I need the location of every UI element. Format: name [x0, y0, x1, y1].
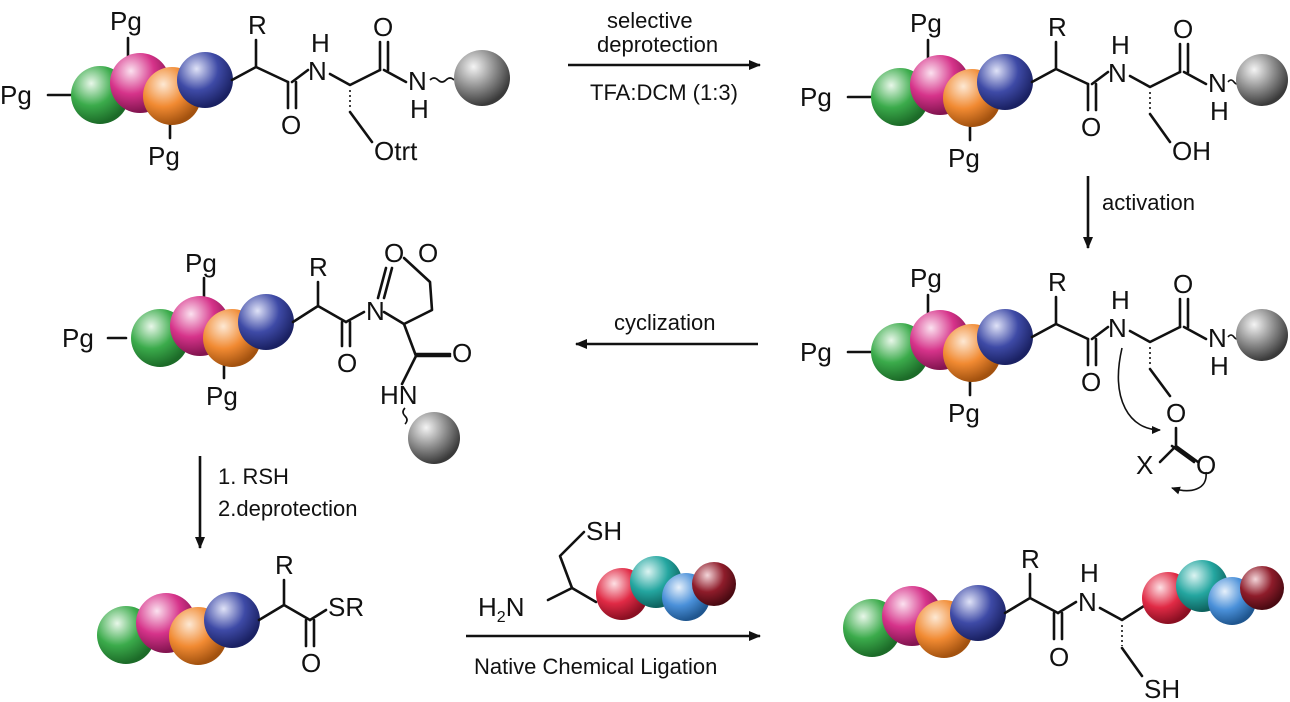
h-label: H [1080, 558, 1099, 588]
h-label: H [410, 94, 429, 124]
step-4-arrow: 1. RSH 2.deprotection [195, 456, 357, 549]
h-label: H [311, 28, 330, 58]
o-label: O [384, 238, 404, 268]
h-label: H [1210, 96, 1229, 126]
n-label: N [1208, 68, 1227, 98]
blue-residue-bead [950, 585, 1006, 641]
reagent-deprotection-2: 2.deprotection [218, 496, 357, 521]
n-label: N [408, 66, 427, 96]
step-2-arrow: activation [1083, 176, 1195, 249]
blue-residue-bead [204, 592, 260, 648]
reagent-native-chemical-ligation: Native Chemical Ligation [474, 654, 717, 679]
o-label: O [337, 348, 357, 378]
reagent-cyclization: cyclization [614, 310, 715, 335]
cysteine-peptide-reagent: H2N SH [478, 516, 736, 626]
r-label: R [248, 10, 267, 40]
pg-label: Pg [206, 381, 238, 411]
o-label: O [1173, 14, 1193, 44]
pg-label: Pg [948, 143, 980, 173]
r-label: R [1021, 544, 1040, 574]
pg-label: Pg [62, 323, 94, 353]
h-label: H [1111, 285, 1130, 315]
sh-label: SH [586, 516, 622, 546]
molecule-4-oxazolidinone: Pg Pg Pg R O N O O O HN [62, 238, 472, 464]
o-label: O [1173, 269, 1193, 299]
pg-label: Pg [148, 141, 180, 171]
pg-label: Pg [800, 337, 832, 367]
step-3-arrow: cyclization [575, 310, 758, 349]
o-label: O [452, 338, 472, 368]
reagent-tfa-dcm: TFA:DCM (1:3) [590, 80, 738, 105]
pg-label: Pg [110, 6, 142, 36]
n-label: N [1108, 313, 1127, 343]
n-label: N [1208, 323, 1227, 353]
r-label: R [275, 550, 294, 580]
n-label: N [1108, 58, 1127, 88]
o-label: O [301, 648, 321, 678]
step-5-arrow: Native Chemical Ligation [466, 631, 761, 679]
n-label: N [308, 56, 327, 86]
pg-label: Pg [910, 8, 942, 38]
pg-label: Pg [910, 263, 942, 293]
blue-residue-bead [977, 309, 1033, 365]
maroon-residue-bead [1240, 566, 1284, 610]
blue-residue-bead [977, 54, 1033, 110]
sr-label: SR [328, 592, 364, 622]
h-label: H [1111, 30, 1130, 60]
o-label: O [1081, 112, 1101, 142]
pg-label: Pg [800, 82, 832, 112]
molecule-3-activated-intermediate: Pg Pg Pg R O N H O O N H X O [800, 263, 1288, 495]
reagent-activation: activation [1102, 190, 1195, 215]
r-label: R [1048, 12, 1067, 42]
resin-bead [408, 412, 460, 464]
resin-bead [1236, 309, 1288, 361]
n-label: N [366, 296, 385, 326]
blue-residue-bead [177, 52, 233, 108]
otrt-label: Otrt [374, 136, 418, 166]
h2n-label: H2N [478, 592, 524, 626]
o-label: O [1196, 450, 1216, 480]
o-label: O [1166, 398, 1186, 428]
r-label: R [1048, 267, 1067, 297]
maroon-residue-bead [692, 562, 736, 606]
molecule-1-protected-peptide-otrt: Pg Pg Pg R O N H Otrt O N H [0, 6, 510, 171]
o-label: O [418, 238, 438, 268]
hn-label: HN [380, 380, 418, 410]
reagent-rsh: 1. RSH [218, 464, 289, 489]
molecule-6-ligated-protein: R O N H SH [843, 544, 1284, 702]
resin-bead [1236, 54, 1288, 106]
molecule-5-peptide-thioester: R O SR [97, 550, 364, 678]
molecule-2-protected-peptide-oh: Pg Pg Pg R O N H OH O N H [800, 8, 1288, 173]
o-label: O [281, 110, 301, 140]
reagent-selective: selective [607, 8, 693, 33]
resin-bead [454, 50, 510, 106]
pg-label: Pg [0, 80, 32, 110]
oh-label: OH [1172, 136, 1211, 166]
sh-label: SH [1144, 674, 1180, 702]
step-1-arrow: selective deprotection TFA:DCM (1:3) [568, 8, 761, 105]
pg-label: Pg [185, 248, 217, 278]
o-label: O [1049, 642, 1069, 672]
blue-residue-bead [238, 294, 294, 350]
r-label: R [309, 252, 328, 282]
pg-label: Pg [948, 398, 980, 428]
n-label: N [1078, 587, 1097, 617]
h-label: H [1210, 351, 1229, 381]
o-label: O [373, 12, 393, 42]
x-label: X [1136, 450, 1153, 480]
o-label: O [1081, 367, 1101, 397]
reagent-deprotection: deprotection [597, 32, 718, 57]
